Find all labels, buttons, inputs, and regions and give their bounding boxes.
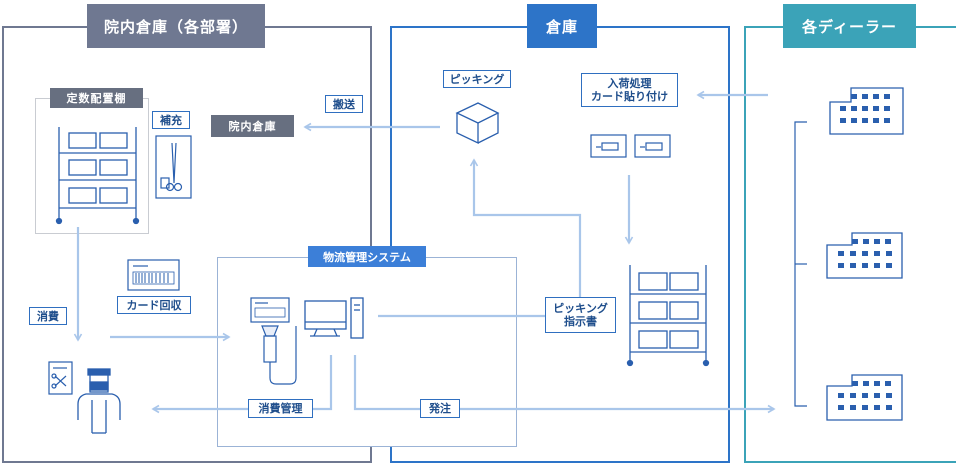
warehouse-section-title: 倉庫	[527, 4, 597, 48]
order-label: 発注	[420, 399, 460, 418]
barcode-card-icon	[127, 259, 180, 291]
hospital-section-title: 院内倉庫（各部署）	[87, 4, 265, 48]
barcode-scanner-icon	[250, 297, 297, 385]
logistics-system-label: 物流管理システム	[308, 246, 426, 267]
transport-label: 搬送	[325, 95, 363, 113]
scissors-package-icon	[155, 135, 192, 199]
fixed-shelf-label: 定数配置棚	[50, 88, 143, 108]
receiving-label: 入荷処理 カード貼り付け	[581, 73, 678, 107]
order-arrow	[353, 355, 776, 414]
dealers-section-title: 各ディーラー	[783, 4, 916, 48]
dealer-bracket	[794, 121, 807, 407]
scissors-document-icon	[48, 361, 73, 395]
picking-label: ピッキング	[443, 70, 511, 88]
internal-storage-label: 院内倉庫	[211, 115, 294, 137]
dealer-building-2	[826, 232, 903, 279]
card-collection-label: カード回収	[117, 296, 191, 314]
picking-list-label: ピッキング 指示書	[545, 297, 616, 333]
computer-icon	[304, 297, 364, 339]
picking-box-icon	[455, 102, 500, 145]
warehouse-shelf-icon	[626, 265, 710, 367]
nurse-icon	[77, 368, 121, 434]
consumption-mgmt-label: 消費管理	[248, 399, 313, 418]
receiving-cards-icon	[590, 134, 671, 158]
consumption-label: 消費	[29, 307, 67, 325]
dealer-building-icons	[826, 87, 904, 421]
consumption-mgmt-arrow	[151, 355, 333, 414]
dealer-building-3	[826, 374, 903, 421]
fixed-shelf-icon	[55, 127, 140, 225]
picking-return-arrow	[469, 158, 582, 298]
flow-arrows	[73, 90, 776, 414]
replenish-label: 補充	[152, 111, 190, 129]
dealer-building-1	[829, 87, 904, 135]
